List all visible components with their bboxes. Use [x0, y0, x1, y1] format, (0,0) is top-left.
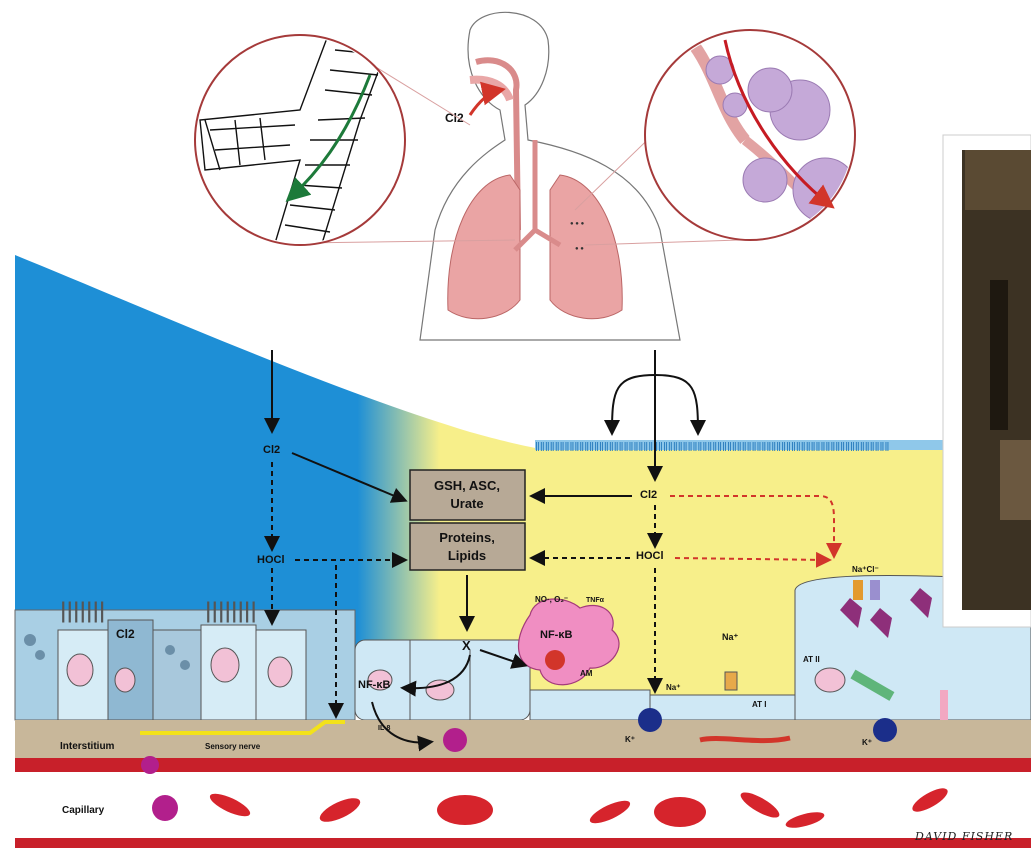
alveolar-hocl-label: HOCl [636, 550, 664, 562]
neutrophil-capillary [152, 795, 178, 821]
svg-text:● ●: ● ● [575, 246, 584, 252]
interstitium-label: Interstitium [60, 741, 115, 752]
sodium-channel-label-2: Na⁺ [666, 683, 680, 692]
sodium-chloride-label: Na⁺Cl⁻ [852, 565, 879, 574]
macrophage-label: AM [580, 669, 593, 678]
human-torso-figure: ● ● ● ● ● Cl2 [420, 12, 680, 340]
capillary-vessel [15, 756, 1031, 848]
airway-chlorine-label: Cl2 [263, 444, 280, 456]
epithelium-chlorine-label: Cl2 [116, 627, 135, 641]
tnf-label: TNFα [586, 597, 605, 604]
product-x-label: X [462, 638, 471, 653]
capillary-label: Capillary [62, 805, 105, 816]
epithelial-nfkb-label: NF-κB [358, 679, 390, 691]
na-k-pump-1 [638, 708, 662, 732]
svg-text:ǁǁǁǁǁǁǁǁǁǁǁǁǁǁǁǁǁǁǁǁǁǁǁǁǁǁǁǁǁǁ: ǁǁǁǁǁǁǁǁǁǁǁǁǁǁǁǁǁǁǁǁǁǁǁǁǁǁǁǁǁǁǁǁǁǁǁǁǁǁǁǁ… [535, 441, 889, 452]
svg-text:ǀǀǀǀǀǀǀ: ǀǀǀǀǀǀǀ [60, 599, 105, 624]
svg-text:● ● ●: ● ● ● [570, 221, 585, 227]
macrophage-nfkb-label: NF-κB [540, 629, 572, 641]
upper-airway-chlorine-label: Cl2 [445, 111, 464, 125]
bronchial-epithelium: ǀǀǀǀǀǀǀ ǀǀǀǀǀǀǀǀ [15, 599, 355, 720]
type1-cell-label: AT I [752, 700, 767, 709]
airway-hocl-label: HOCl [257, 554, 285, 566]
antioxidant-box: GSH, ASC, Urate [410, 470, 525, 520]
potassium-label-2: K⁺ [862, 738, 872, 747]
svg-text:ǀǀǀǀǀǀǀǀ: ǀǀǀǀǀǀǀǀ [205, 599, 257, 624]
target-line1: Proteins, [439, 530, 495, 545]
enac-channel [725, 672, 737, 690]
na-k-pump-2 [873, 718, 897, 742]
type2-cell-label: AT II [803, 655, 820, 664]
alveolar-chlorine-label: Cl2 [640, 489, 657, 501]
alveoli-magnified-circle [645, 30, 857, 240]
target-line2: Lipids [448, 548, 486, 563]
antioxidant-line2: Urate [450, 496, 483, 511]
sodium-channel-label: Na⁺ [722, 632, 739, 642]
bronchus-magnified-circle [195, 30, 405, 260]
sensory-nerve-label: Sensory nerve [205, 742, 261, 751]
photo-inset [943, 135, 1031, 627]
artist-signature: DAVID FISHER [914, 830, 1013, 843]
antioxidant-line1: GSH, ASC, [434, 478, 500, 493]
proteins-lipids-box: Proteins, Lipids [410, 523, 525, 570]
macrophage-products-label: NO·, O₂⁻ [535, 595, 568, 604]
potassium-label: K⁺ [625, 735, 635, 744]
neutrophil-interstitium [443, 728, 467, 752]
